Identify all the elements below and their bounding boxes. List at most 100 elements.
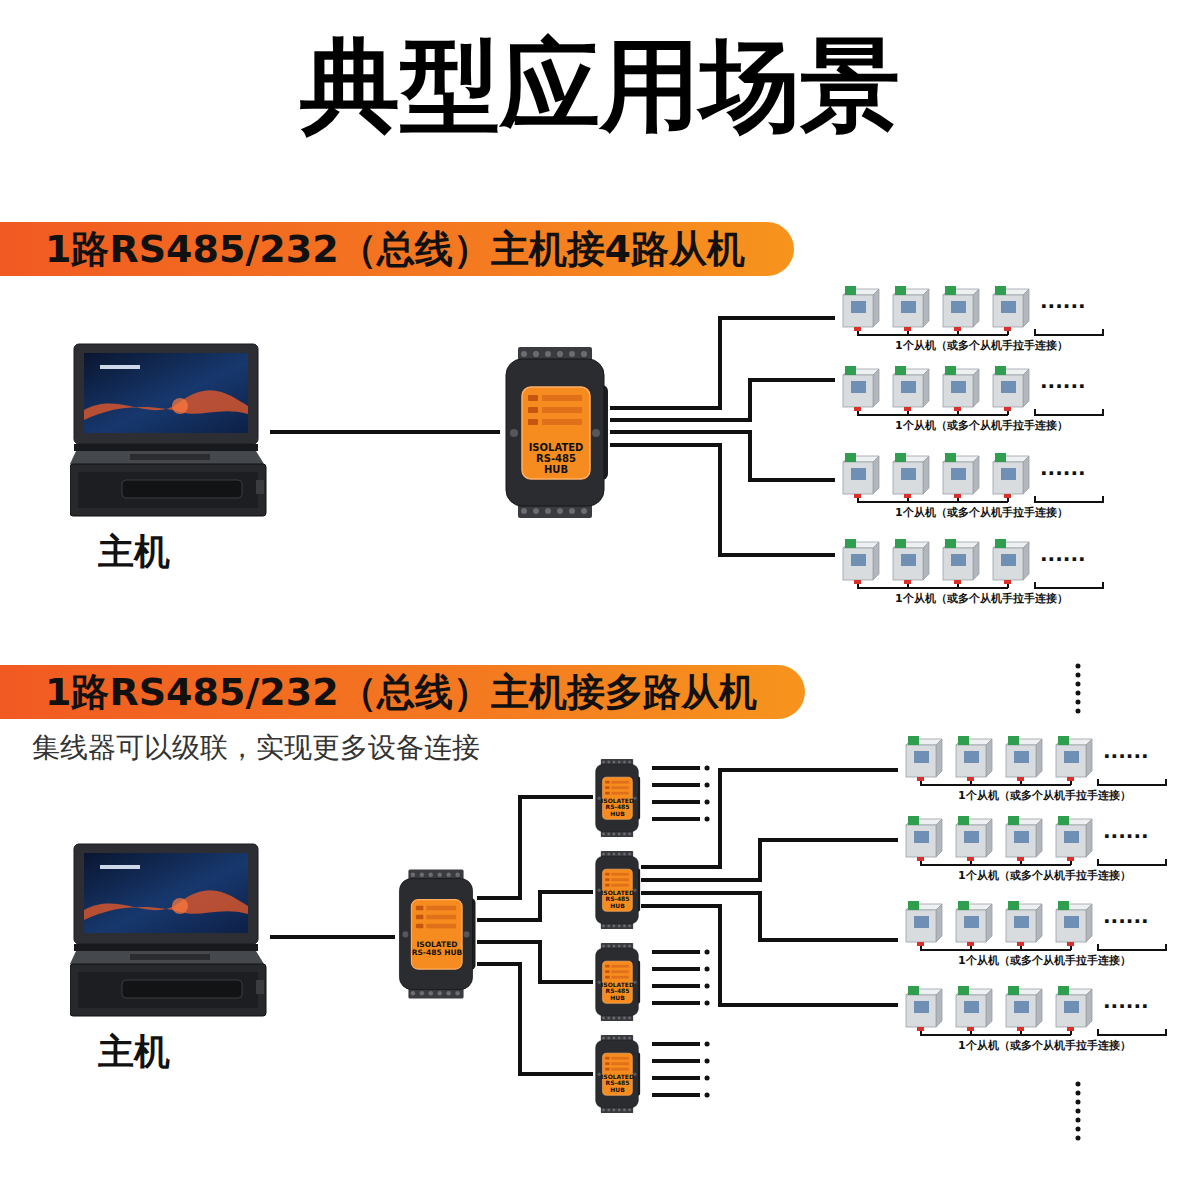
module-terminal bbox=[958, 816, 969, 825]
module-sticker bbox=[1064, 916, 1079, 928]
terminal-screw bbox=[618, 925, 621, 928]
terminal-screw bbox=[623, 833, 626, 836]
section-banner-text: 1路RS485/232（总线）主机接4路从机 bbox=[45, 222, 745, 276]
module-wire bbox=[954, 407, 961, 411]
device-label: ISOLATED RS-485 HUB bbox=[601, 1074, 634, 1093]
daisy-chain bbox=[858, 411, 1008, 415]
module-front bbox=[993, 462, 1023, 494]
terminal-screw bbox=[623, 925, 626, 928]
module-terminal bbox=[845, 453, 856, 462]
module-side bbox=[936, 904, 942, 942]
bus-cable bbox=[641, 770, 898, 867]
terminal-screw bbox=[618, 1017, 621, 1020]
module-side bbox=[1023, 369, 1029, 407]
rs485-hub: ISOLATED RS-485 HUB bbox=[593, 1034, 641, 1114]
terminal-screw bbox=[602, 761, 605, 764]
module-wire bbox=[904, 580, 911, 584]
chain-bracket bbox=[1035, 329, 1103, 335]
terminal-screw bbox=[613, 1109, 616, 1112]
module-sticker bbox=[851, 301, 866, 313]
hub-led-text bbox=[426, 924, 456, 929]
subtitle-note: 集线器可以级联，实现更多设备连接 bbox=[32, 731, 480, 765]
module-terminal bbox=[945, 286, 956, 295]
hub-led bbox=[605, 781, 609, 784]
hub-led bbox=[528, 419, 538, 425]
module-sticker bbox=[1064, 831, 1079, 843]
module-side bbox=[873, 542, 879, 580]
module-side bbox=[936, 819, 942, 857]
module-front bbox=[1056, 910, 1086, 942]
device-label: ISOLATED RS-485 HUB bbox=[411, 941, 463, 957]
hub-body bbox=[596, 948, 639, 1015]
module-front bbox=[1006, 910, 1036, 942]
module-front bbox=[893, 548, 923, 580]
chain-bracket bbox=[1035, 582, 1103, 588]
terminal-screw bbox=[607, 1037, 610, 1040]
module-sticker bbox=[1001, 468, 1016, 480]
section-banner-text: 1路RS485/232（总线）主机接多路从机 bbox=[45, 665, 757, 719]
slave-caption: 1个从机（或多个从机手拉手连接） bbox=[958, 1038, 1131, 1053]
module-sticker bbox=[964, 916, 979, 928]
terminal-screw bbox=[618, 853, 621, 856]
hub-led-text bbox=[611, 1057, 628, 1060]
module-wire bbox=[1004, 407, 1011, 411]
terminal-screw bbox=[602, 1109, 605, 1112]
module-side bbox=[873, 289, 879, 327]
terminal-screw bbox=[618, 945, 621, 948]
slave-caption: 1个从机（或多个从机手拉手连接） bbox=[895, 591, 1068, 606]
module-side bbox=[1086, 989, 1092, 1027]
daisy-chain bbox=[858, 331, 1008, 335]
chain-bracket bbox=[1098, 779, 1166, 785]
terminal-screw bbox=[613, 1017, 616, 1020]
hub-led-text bbox=[611, 1062, 628, 1065]
ellipsis-mark: ...... bbox=[1040, 456, 1086, 480]
bus-cable bbox=[641, 906, 898, 1005]
terminal-screw bbox=[420, 991, 424, 996]
module-sticker bbox=[901, 554, 916, 566]
terminal-screw bbox=[607, 853, 610, 856]
terminal-screw bbox=[411, 991, 415, 996]
hub-led-text bbox=[611, 970, 628, 973]
module-side bbox=[973, 456, 979, 494]
terminal-screw bbox=[628, 945, 631, 948]
hub-led bbox=[416, 906, 423, 911]
terminal-screw bbox=[602, 833, 605, 836]
module-front bbox=[843, 548, 873, 580]
module-sticker bbox=[964, 1001, 979, 1013]
module-terminal bbox=[958, 736, 969, 745]
laptop-front bbox=[78, 972, 258, 1008]
module-front bbox=[993, 375, 1023, 407]
module-side bbox=[873, 456, 879, 494]
module-wire bbox=[967, 1027, 974, 1031]
module-terminal bbox=[845, 539, 856, 548]
laptop-deck bbox=[70, 951, 264, 964]
stub-dots bbox=[705, 768, 710, 819]
module-terminal bbox=[845, 366, 856, 375]
module-side bbox=[1086, 904, 1092, 942]
terminal-screw bbox=[618, 761, 621, 764]
module-side bbox=[1023, 456, 1029, 494]
hub-drawing bbox=[500, 345, 610, 520]
module-front bbox=[943, 548, 973, 580]
hub-led bbox=[605, 1068, 609, 1071]
module-terminal bbox=[1058, 736, 1069, 745]
module-wire bbox=[967, 777, 974, 781]
slave-caption: 1个从机（或多个从机手拉手连接） bbox=[895, 338, 1068, 353]
module-wire bbox=[854, 494, 861, 498]
terminal-screw bbox=[602, 853, 605, 856]
terminal-screw bbox=[455, 991, 459, 996]
hub-screw bbox=[464, 931, 470, 937]
laptop-hinge bbox=[74, 944, 258, 951]
module-side bbox=[986, 989, 992, 1027]
hub-led bbox=[605, 970, 609, 973]
module-terminal bbox=[945, 366, 956, 375]
module-side bbox=[936, 989, 942, 1027]
terminal-screw bbox=[607, 761, 610, 764]
screen-wave bbox=[84, 890, 248, 920]
module-side bbox=[1023, 542, 1029, 580]
module-sticker bbox=[951, 381, 966, 393]
module-front bbox=[943, 462, 973, 494]
module-terminal bbox=[945, 453, 956, 462]
module-wire bbox=[1004, 494, 1011, 498]
